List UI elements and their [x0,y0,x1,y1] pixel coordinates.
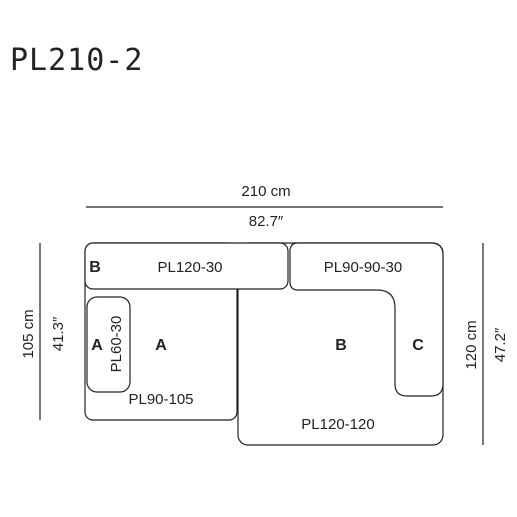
left-depth-cm-label: 105 cm [20,309,37,358]
back-left-piece [84,242,289,290]
seat-left-label: PL90-105 [128,391,193,408]
arm-left-letter: A [91,337,103,354]
back-left-letter: B [89,259,101,276]
right-depth-in-label: 47.2″ [492,327,509,362]
page-title: PL210-2 [10,43,143,78]
corner-right-letter: C [412,337,424,354]
arm-left-piece [86,296,131,393]
right-depth-cm-label: 120 cm [463,320,480,369]
back-left-label: PL120-30 [157,259,222,276]
seat-left-letter: A [155,337,167,354]
arm-left-label: PL60-30 [108,316,125,373]
back-right-corner-piece [289,242,444,397]
seat-right-letter: B [335,337,347,354]
width-cm-label: 210 cm [241,183,290,200]
seat-right-label: PL120-120 [301,416,374,433]
width-in-label: 82.7″ [249,213,284,230]
left-depth-in-label: 41.3″ [50,316,67,351]
back-right-label: PL90-90-30 [324,259,402,276]
